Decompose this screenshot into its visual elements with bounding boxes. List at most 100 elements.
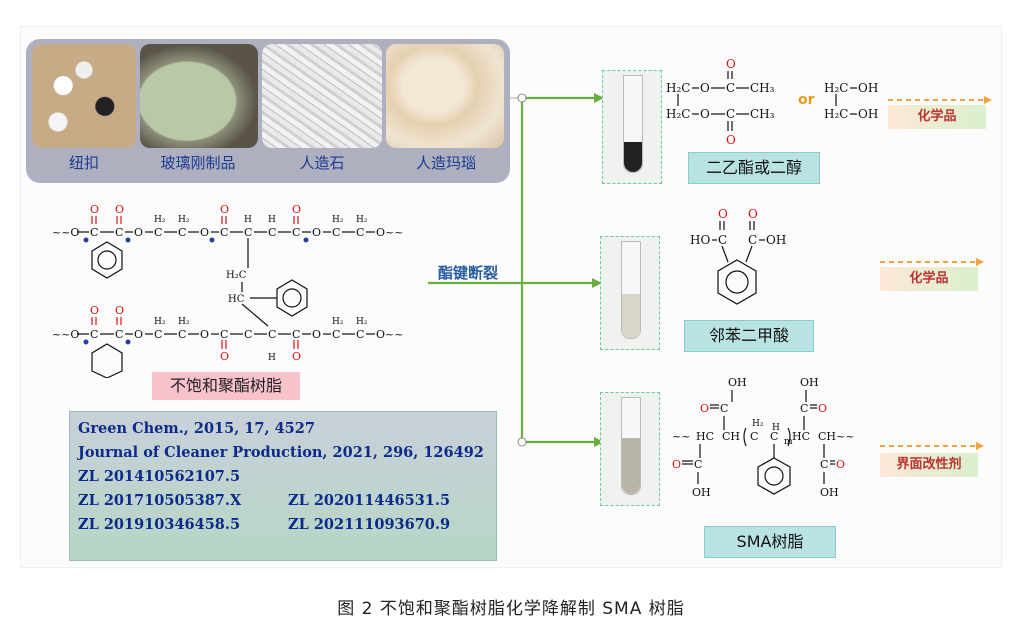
- reference-item: Green Chem., 2015, 17, 4527: [78, 420, 315, 437]
- reference-box: [69, 411, 497, 561]
- svg-text:C: C: [220, 226, 228, 239]
- svg-text:C: C: [356, 226, 364, 239]
- svg-text:OH: OH: [728, 376, 747, 389]
- svg-text:HO: HO: [690, 233, 710, 247]
- svg-text:O: O: [312, 226, 321, 239]
- product-tag: 界面改性剂: [880, 453, 978, 477]
- svg-text:m: m: [784, 437, 793, 447]
- product-label: 邻苯二甲酸: [684, 320, 814, 352]
- svg-text:O: O: [200, 328, 209, 341]
- svg-text:H: H: [772, 423, 780, 433]
- svg-text:C: C: [750, 430, 758, 443]
- svg-text:C: C: [292, 328, 300, 341]
- svg-text:O: O: [292, 350, 301, 363]
- svg-text:O: O: [700, 107, 710, 121]
- reference-item: ZL 201410562107.5: [78, 468, 241, 485]
- svg-text:C: C: [154, 328, 162, 341]
- svg-text:O: O: [200, 226, 209, 239]
- product-tube-3: [600, 392, 660, 506]
- svg-text:OH: OH: [858, 107, 878, 121]
- resin-label: 不饱和聚酯树脂: [152, 372, 300, 400]
- product-tube-2: [600, 236, 660, 350]
- svg-text:H₂: H₂: [356, 317, 368, 327]
- svg-text:OH: OH: [858, 81, 878, 95]
- svg-text:O: O: [748, 207, 758, 221]
- svg-text:O: O: [90, 203, 99, 216]
- svg-text:H₂: H₂: [154, 317, 166, 327]
- svg-text:O: O: [312, 328, 321, 341]
- svg-text:C: C: [115, 328, 123, 341]
- svg-text:CH~~: CH~~: [818, 430, 854, 443]
- svg-text:CH₃: CH₃: [750, 107, 775, 121]
- buttons-photo: [32, 44, 136, 148]
- svg-text:H₂C: H₂C: [226, 270, 247, 281]
- phthalic-acid-structure: HO C C OH O O: [690, 207, 786, 305]
- svg-text:O: O: [220, 350, 229, 363]
- svg-text:O~~: O~~: [376, 226, 403, 239]
- svg-text:CH₃: CH₃: [750, 81, 775, 95]
- svg-text:HC: HC: [696, 430, 714, 443]
- svg-text:C: C: [726, 81, 735, 95]
- svg-text:C: C: [332, 226, 340, 239]
- svg-text:C: C: [90, 226, 98, 239]
- svg-text:O: O: [726, 57, 736, 71]
- svg-text:OH: OH: [800, 376, 819, 389]
- product-tag: 化学品: [880, 267, 978, 291]
- artificial-stone-photo: [262, 44, 382, 148]
- svg-text:C: C: [770, 430, 778, 443]
- svg-text:H₂: H₂: [332, 215, 344, 225]
- svg-text:O: O: [220, 203, 229, 216]
- svg-text:O: O: [700, 81, 710, 95]
- svg-text:H₂: H₂: [356, 215, 368, 225]
- svg-text:H₂: H₂: [752, 419, 764, 429]
- svg-text:OH: OH: [766, 233, 786, 247]
- svg-text:C: C: [356, 328, 364, 341]
- product-label: SMA树脂: [704, 526, 836, 558]
- frp-products-photo: [140, 44, 258, 148]
- svg-text:C: C: [292, 226, 300, 239]
- svg-text:H₂C: H₂C: [824, 107, 848, 121]
- svg-text:C: C: [726, 107, 735, 121]
- svg-text:O~~: O~~: [376, 328, 403, 341]
- svg-text:C: C: [178, 328, 186, 341]
- ester-cleavage-label: 酯键断裂: [438, 264, 499, 282]
- svg-text:C: C: [718, 233, 727, 247]
- photo-caption: 纽扣: [68, 154, 99, 172]
- svg-text:C: C: [748, 233, 757, 247]
- svg-text:O: O: [718, 207, 728, 221]
- svg-text:C: C: [220, 328, 228, 341]
- or-text: or: [798, 92, 815, 108]
- svg-text:O: O: [672, 458, 681, 471]
- svg-text:C: C: [244, 226, 252, 239]
- photo-caption: 人造石: [299, 154, 345, 172]
- svg-text:H₂: H₂: [178, 215, 190, 225]
- svg-text:H₂: H₂: [332, 317, 344, 327]
- svg-text:C: C: [178, 226, 186, 239]
- photo-caption: 玻璃刚制品: [160, 154, 236, 172]
- svg-text:H: H: [268, 353, 276, 363]
- svg-text:C: C: [268, 328, 276, 341]
- reference-item: ZL 202011446531.5: [288, 492, 451, 509]
- svg-text:C: C: [332, 328, 340, 341]
- svg-text:H₂: H₂: [154, 215, 166, 225]
- svg-text:O: O: [90, 304, 99, 317]
- svg-text:H₂C: H₂C: [666, 81, 690, 95]
- svg-text:C: C: [268, 226, 276, 239]
- svg-text:C: C: [720, 402, 728, 415]
- svg-text:C: C: [694, 458, 702, 471]
- svg-text:O: O: [700, 402, 709, 415]
- svg-text:O: O: [836, 458, 845, 471]
- svg-text:OH: OH: [820, 486, 839, 499]
- svg-text:C: C: [90, 328, 98, 341]
- product-label: 二乙酯或二醇: [688, 152, 820, 184]
- reference-item: ZL 201710505387.X: [78, 492, 242, 509]
- product-tag: 化学品: [888, 105, 986, 129]
- svg-text:H: H: [244, 215, 252, 225]
- svg-text:~~O: ~~O: [52, 328, 79, 341]
- svg-text:H: H: [268, 215, 276, 225]
- svg-text:C: C: [154, 226, 162, 239]
- svg-text:O: O: [115, 304, 124, 317]
